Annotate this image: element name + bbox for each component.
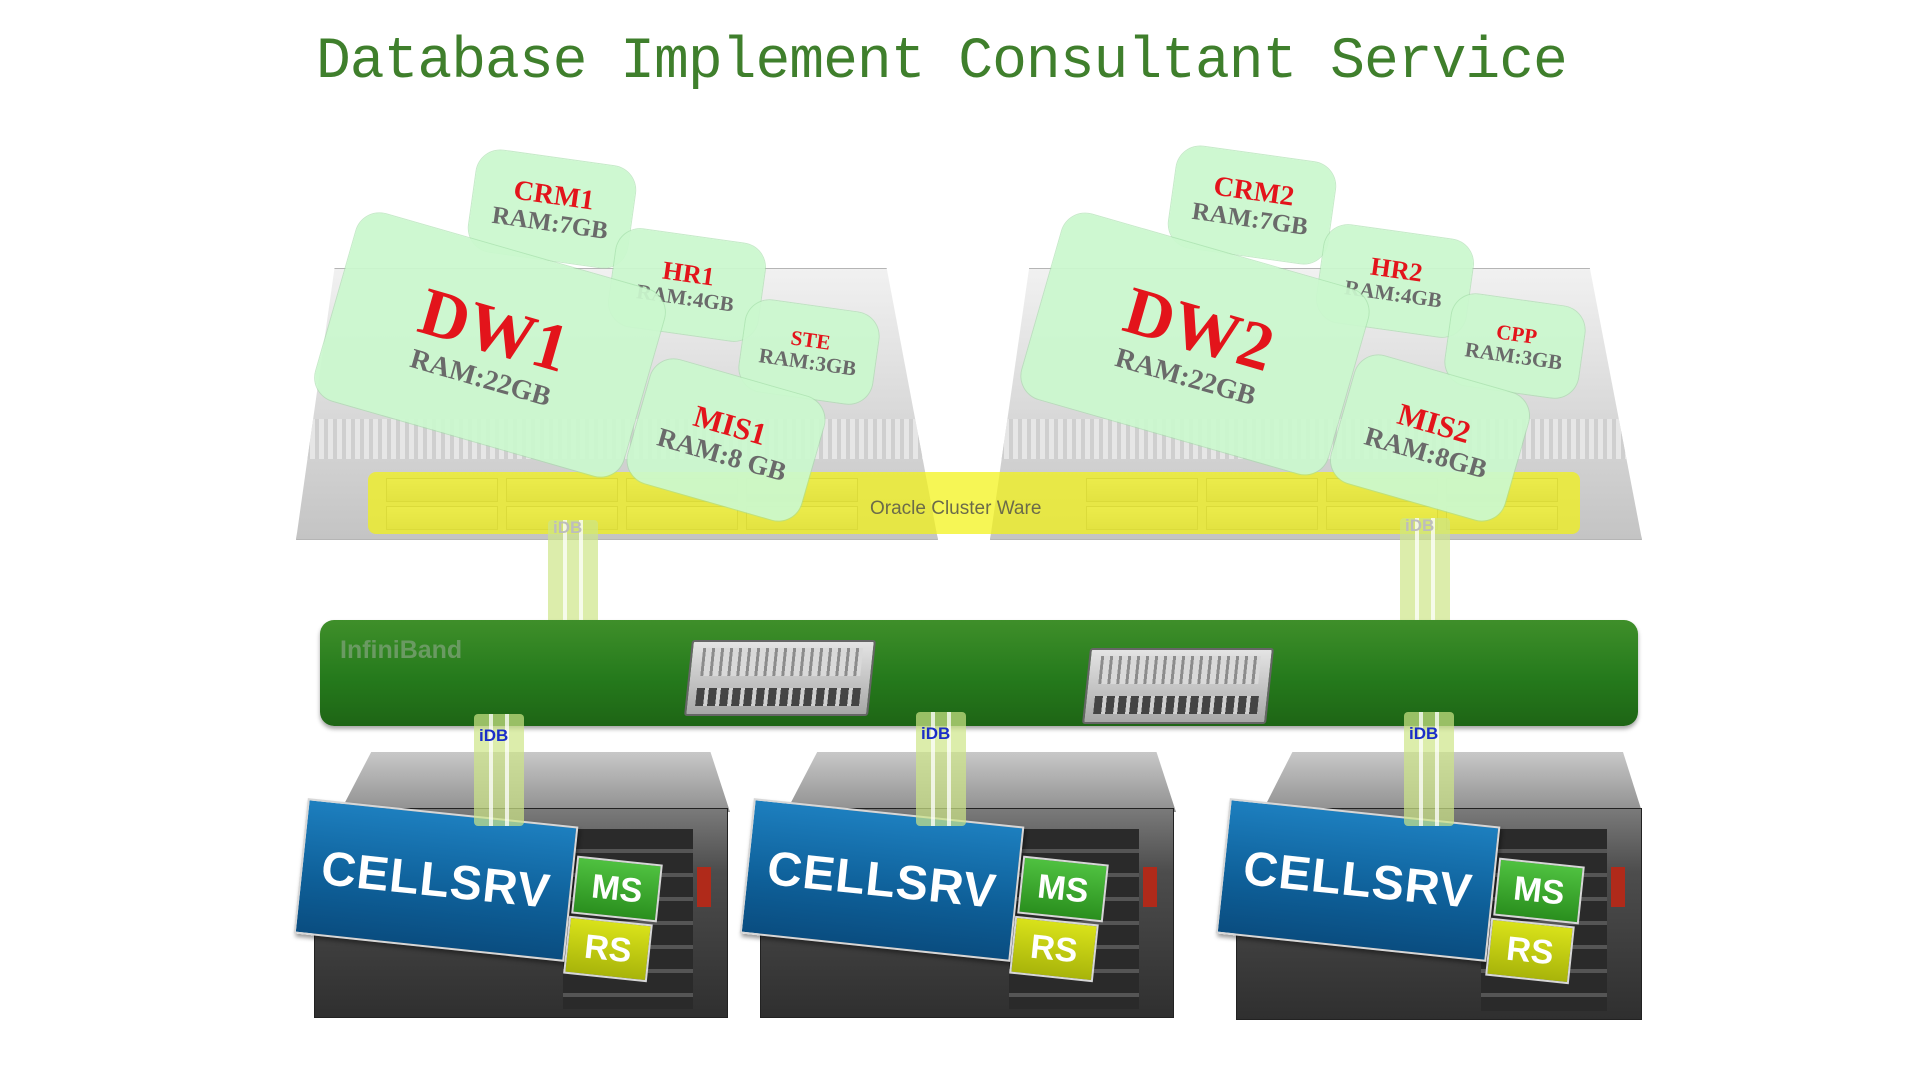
rs-block-3: RS	[1485, 917, 1575, 985]
idb-label-top-right: iDB	[1405, 516, 1435, 535]
ms-label: MS	[1511, 868, 1567, 913]
rs-label: RS	[1028, 927, 1080, 970]
infiniband-label: InfiniBand	[340, 636, 463, 664]
idb-connector-bottom-1	[474, 714, 524, 826]
ms-block-2: MS	[1017, 855, 1109, 923]
idb-label-bottom-1: iDB	[479, 726, 509, 745]
cellsrv-block-1: CELLSRV	[293, 798, 579, 962]
db-ram: RAM:3GB	[757, 343, 858, 382]
infiniband-switch-2	[1082, 648, 1274, 724]
page-title: Database Implement Consultant Service	[316, 30, 1568, 95]
cellsrv-label: CELLSRV	[318, 841, 554, 919]
ms-label: MS	[1035, 866, 1091, 911]
infiniband-bar	[320, 620, 1638, 726]
idb-label-bottom-2: iDB	[921, 724, 951, 743]
rs-label: RS	[582, 927, 634, 970]
idb-label-bottom-3: iDB	[1409, 724, 1439, 743]
cluster-label: Oracle Cluster Ware	[870, 498, 1042, 519]
infiniband-switch-1	[684, 640, 876, 716]
ms-block-3: MS	[1493, 857, 1585, 925]
idb-label-top-left: iDB	[553, 518, 583, 537]
cellsrv-label: CELLSRV	[764, 841, 1000, 919]
cellsrv-block-3: CELLSRV	[1215, 798, 1501, 962]
ms-block-1: MS	[571, 855, 663, 923]
rs-block-1: RS	[563, 915, 653, 983]
cellsrv-block-2: CELLSRV	[739, 798, 1025, 962]
db-ram: RAM:3GB	[1463, 337, 1564, 376]
rs-block-2: RS	[1009, 915, 1099, 983]
ms-label: MS	[589, 866, 645, 911]
cell-server-2-top	[786, 752, 1176, 812]
idb-connector-bottom-3	[1404, 712, 1454, 826]
cellsrv-label: CELLSRV	[1240, 841, 1476, 919]
cell-server-1-top	[340, 752, 730, 812]
rs-label: RS	[1504, 929, 1556, 972]
idb-connector-bottom-2	[916, 712, 966, 826]
